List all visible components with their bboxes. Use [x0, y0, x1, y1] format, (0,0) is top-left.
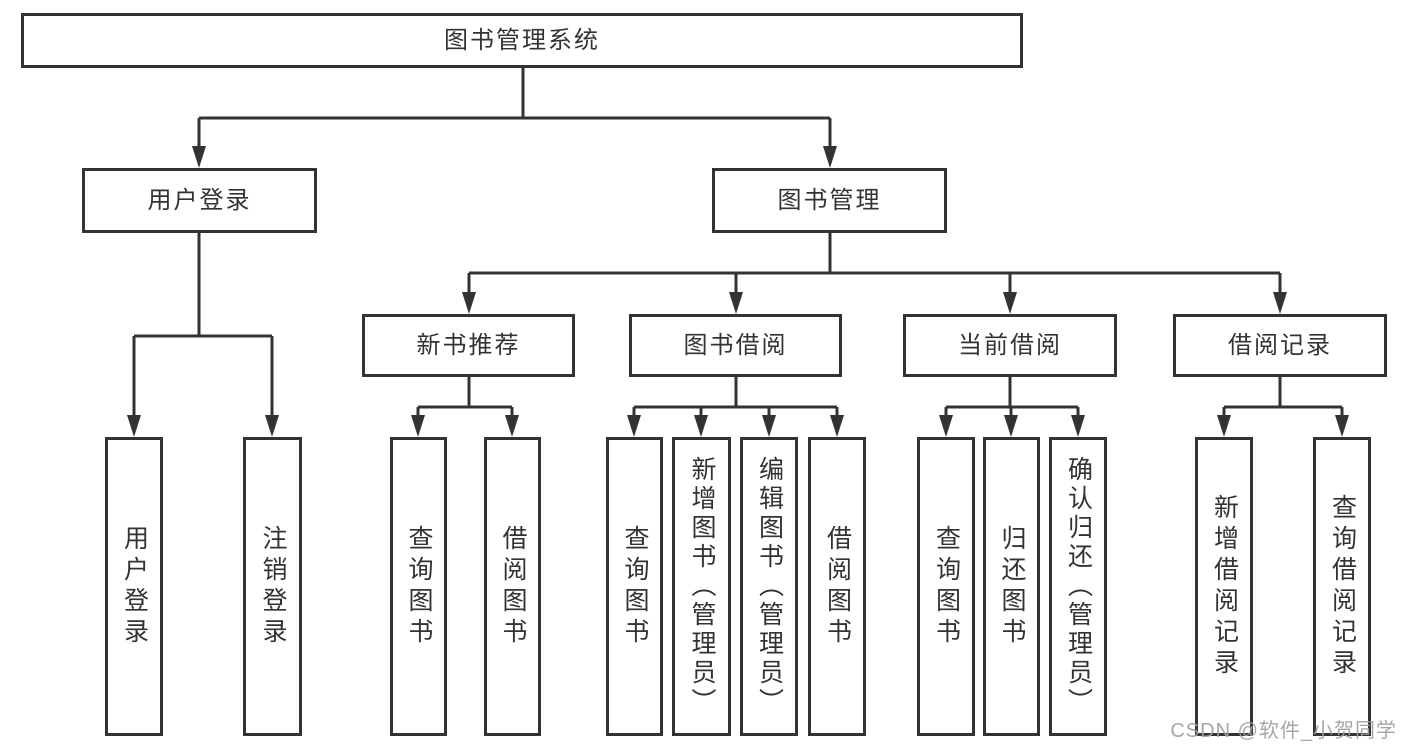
leaf-edit-books-admin: 编辑图书（管理员）: [740, 437, 798, 736]
leaf-logout: 注销登录: [243, 437, 302, 736]
csdn-watermark: CSDN @软件_小贺同学: [1170, 720, 1397, 742]
node-book-management: 图书管理: [712, 168, 947, 233]
arrowhead-icons: [127, 146, 1349, 437]
node-new-book-recommendation: 新书推荐: [362, 314, 575, 377]
node-library-management-system: 图书管理系统: [21, 13, 1023, 68]
leaf-return-books: 归还图书: [983, 437, 1040, 736]
leaf-user-login: 用户登录: [105, 437, 163, 736]
leaf-add-borrow-record: 新增借阅记录: [1195, 437, 1253, 736]
leaf-add-books-admin: 新增图书（管理员）: [672, 437, 731, 736]
leaf-query-books-current: 查询图书: [917, 437, 975, 736]
leaf-query-books-recommend: 查询图书: [390, 437, 447, 736]
leaf-confirm-return-admin: 确认归还（管理员）: [1049, 437, 1107, 736]
node-user-login: 用户登录: [82, 168, 317, 233]
node-book-borrowing: 图书借阅: [629, 314, 842, 377]
node-current-borrowing: 当前借阅: [903, 314, 1117, 377]
leaf-borrow-books: 借阅图书: [808, 437, 866, 736]
leaf-query-books-borrow: 查询图书: [606, 437, 663, 736]
leaf-borrow-books-recommend: 借阅图书: [484, 437, 541, 736]
node-borrowing-records: 借阅记录: [1173, 314, 1387, 377]
leaf-query-borrow-record: 查询借阅记录: [1313, 437, 1371, 736]
